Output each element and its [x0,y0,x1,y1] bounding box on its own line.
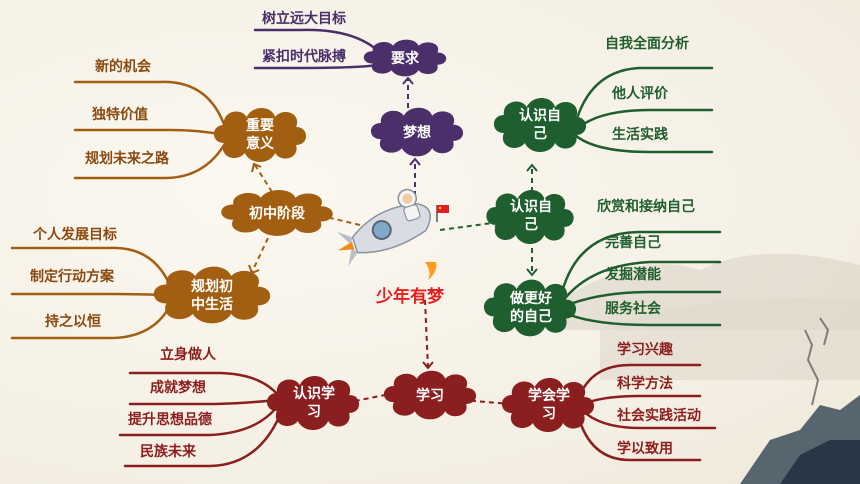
know-study-item-1: 立身做人 [160,347,216,363]
node-know-study-label: 认识学 习 [287,385,341,421]
connector-stage-importance [254,164,273,193]
req-item-2: 紧扣时代脉搏 [262,49,346,65]
branch-line-ks-2 [128,398,278,406]
know-item-3: 生活实践 [612,127,668,143]
plan-item-1: 个人发展目标 [33,227,117,243]
connector-center-study [424,299,429,369]
know-item-1: 自我全面分析 [605,36,689,52]
branch-line-imp-3 [73,140,228,180]
better-item-2: 完善自己 [605,235,661,251]
learn-item-3: 社会实践活动 [617,408,701,424]
know-study-line-1: 认识学 [293,386,335,402]
branch-line-better-1 [558,230,722,302]
plan-item-3: 持之以恒 [45,314,101,330]
know-study-item-3: 提升思想品德 [128,412,212,428]
importance-line-2: 意义 [246,136,274,152]
better-item-1: 欣赏和接纳自己 [597,199,695,215]
req-item-1: 树立远大目标 [262,11,346,27]
node-importance-label: 重要 意义 [240,117,280,153]
know-self-top-line-1: 认识自 [519,108,561,124]
mountain-rock-icon [740,317,860,484]
better-item-3: 发掘潜能 [605,267,661,283]
branch-line-know-1 [573,66,714,127]
importance-line-1: 重要 [246,118,274,134]
plan-item-2: 制定行动方案 [30,269,114,285]
learn-line-1: 学会学 [528,388,570,404]
better-line-1: 做更好 [510,291,552,307]
know-self-line-1: 认识自 [510,199,552,215]
know-item-2: 他人评价 [612,86,668,102]
know-study-line-2: 习 [307,404,321,420]
rocket-astronaut-icon [337,188,431,267]
branch-line-better-2 [560,260,722,304]
branch-line-ks-3 [118,406,278,437]
node-know-self-label: 认识自 己 [507,198,555,234]
node-know-self-top-label: 认识自 己 [515,107,565,143]
branch-line-know-3 [573,133,714,154]
know-self-top-line-2: 己 [533,126,547,142]
branch-line-learn-2 [580,394,702,407]
branch-line-know-2 [576,108,714,130]
learn-item-2: 科学方法 [617,376,673,392]
node-plan-label: 规划初 中生活 [182,278,242,314]
branch-line-ks-1 [128,371,280,397]
importance-item-3: 规划未来之路 [85,151,169,167]
node-dream-label: 梦想 [403,125,431,141]
connector-center-knowself [439,221,501,231]
branch-line-imp-1 [73,80,228,132]
better-line-2: 的自己 [510,309,552,325]
node-stage-label: 初中阶段 [249,206,305,222]
center-title: 少年有梦 [376,287,444,307]
flag-icon [436,205,449,222]
importance-item-1: 新的机会 [95,59,151,75]
node-study-label: 学习 [416,388,444,404]
branch-line-plan-2 [10,292,170,297]
branch-line-ks-4 [123,413,282,468]
plan-line-1: 规划初 [191,279,233,295]
plan-line-2: 中生活 [191,297,233,313]
rocket-flame-icon [425,262,437,280]
node-learn-label: 学会学 习 [520,387,578,423]
importance-item-2: 独特价值 [92,107,148,123]
know-self-line-2: 己 [524,217,538,233]
branch-line-imp-2 [73,128,226,137]
connector-center-stage [317,214,361,226]
better-item-4: 服务社会 [605,301,661,317]
learn-line-2: 习 [542,406,556,422]
connector-stage-plan [251,237,269,273]
know-study-item-2: 成就梦想 [150,380,206,396]
learn-item-1: 学习兴趣 [617,342,673,358]
learn-item-4: 学以致用 [617,441,673,457]
know-study-item-4: 民族未来 [140,444,196,460]
node-better-self-label: 做更好 的自己 [505,290,557,326]
node-requirement-label: 要求 [391,51,419,67]
